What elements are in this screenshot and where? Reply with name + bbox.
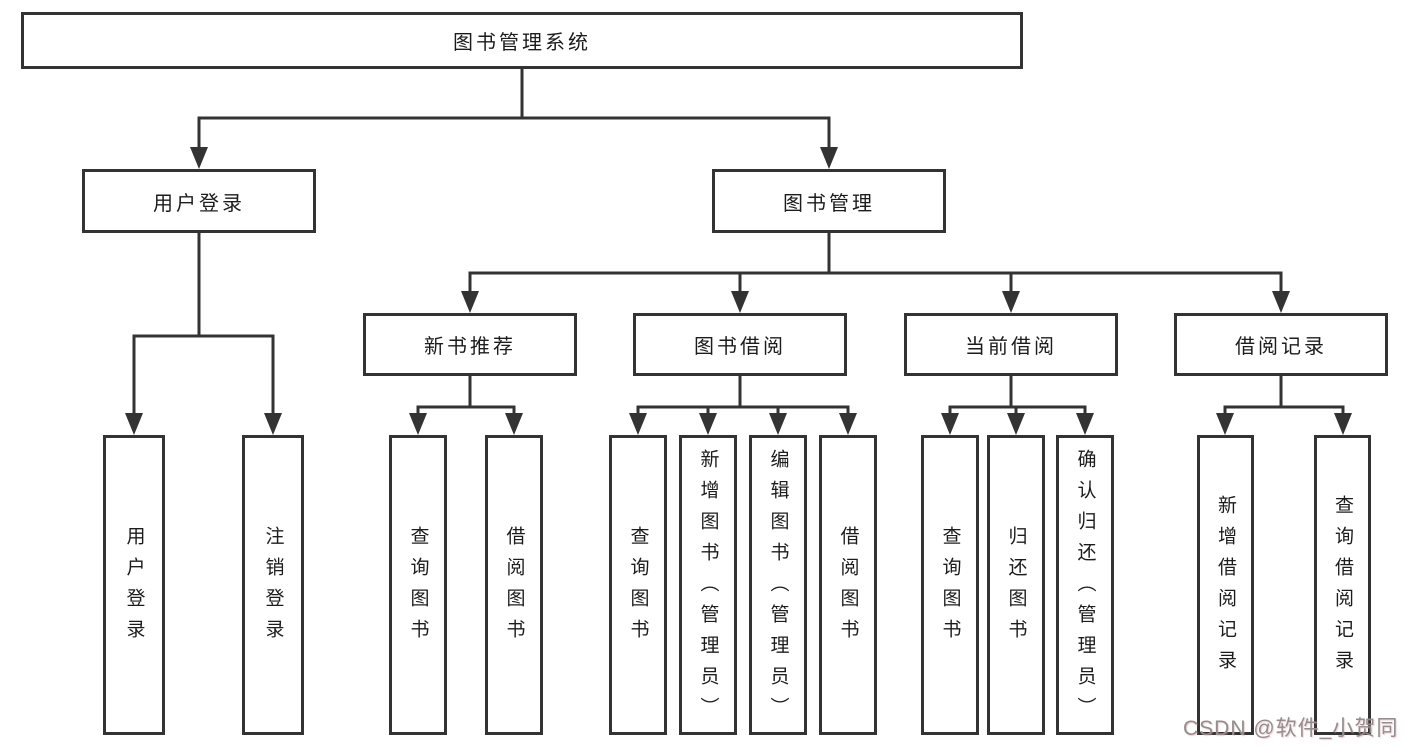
leaf-edit-book-admin: 编辑图书（管理员）	[749, 435, 807, 735]
connector-lines	[132, 67, 1345, 418]
connector-userlogin-to-children	[132, 231, 275, 418]
arrowhead	[1076, 413, 1094, 435]
node-new-book-recommend: 新书推荐	[363, 313, 577, 376]
connector-root-to-level1	[197, 67, 831, 154]
node-book-management: 图书管理	[712, 169, 946, 233]
arrowhead	[629, 413, 647, 435]
leaf-query-borrow-record: 查询借阅记录	[1314, 435, 1371, 735]
arrowhead	[505, 413, 523, 435]
arrowhead	[769, 413, 787, 435]
node-user-login: 用户登录	[82, 169, 316, 233]
arrowhead	[1272, 291, 1290, 313]
node-current-borrow: 当前借阅	[904, 313, 1118, 376]
arrowhead	[1216, 413, 1234, 435]
arrowhead	[839, 413, 857, 435]
leaf-confirm-return-admin: 确认归还（管理员）	[1056, 435, 1114, 735]
leaf-query-books-current: 查询图书	[921, 435, 979, 735]
leaf-return-books: 归还图书	[987, 435, 1045, 735]
connector-bookmgmt-to-groups	[468, 231, 1283, 298]
node-book-borrow: 图书借阅	[633, 313, 847, 376]
arrowhead	[125, 413, 143, 435]
arrowhead	[190, 147, 208, 169]
connector-currentborrow-to-children	[948, 373, 1087, 418]
leaf-query-books-borrow: 查询图书	[609, 435, 667, 735]
connector-bookborrow-to-children	[636, 373, 850, 418]
arrowheads	[125, 147, 1352, 435]
arrowhead	[699, 413, 717, 435]
arrowhead	[1007, 413, 1025, 435]
arrowhead	[1334, 413, 1352, 435]
node-library-management-system: 图书管理系统	[21, 12, 1023, 69]
node-borrow-records: 借阅记录	[1174, 313, 1388, 376]
leaf-user-login: 用户登录	[103, 435, 165, 735]
leaf-borrow-books: 借阅图书	[819, 435, 877, 735]
arrowhead	[1002, 291, 1020, 313]
connector-records-to-children	[1223, 373, 1345, 418]
connector-newbook-to-children	[416, 373, 516, 418]
arrowhead	[731, 291, 749, 313]
arrowhead	[409, 413, 427, 435]
arrowhead	[461, 291, 479, 313]
leaf-query-books-recommend: 查询图书	[389, 435, 447, 735]
leaf-borrow-books-recommend: 借阅图书	[485, 435, 543, 735]
leaf-add-borrow-record: 新增借阅记录	[1197, 435, 1254, 735]
arrowhead	[820, 147, 838, 169]
csdn-watermark: CSDN @软件_小贺同学	[1183, 717, 1399, 740]
arrowhead	[941, 413, 959, 435]
leaf-logout: 注销登录	[242, 435, 304, 735]
leaf-add-book-admin: 新增图书（管理员）	[679, 435, 737, 735]
arrowhead	[264, 413, 282, 435]
